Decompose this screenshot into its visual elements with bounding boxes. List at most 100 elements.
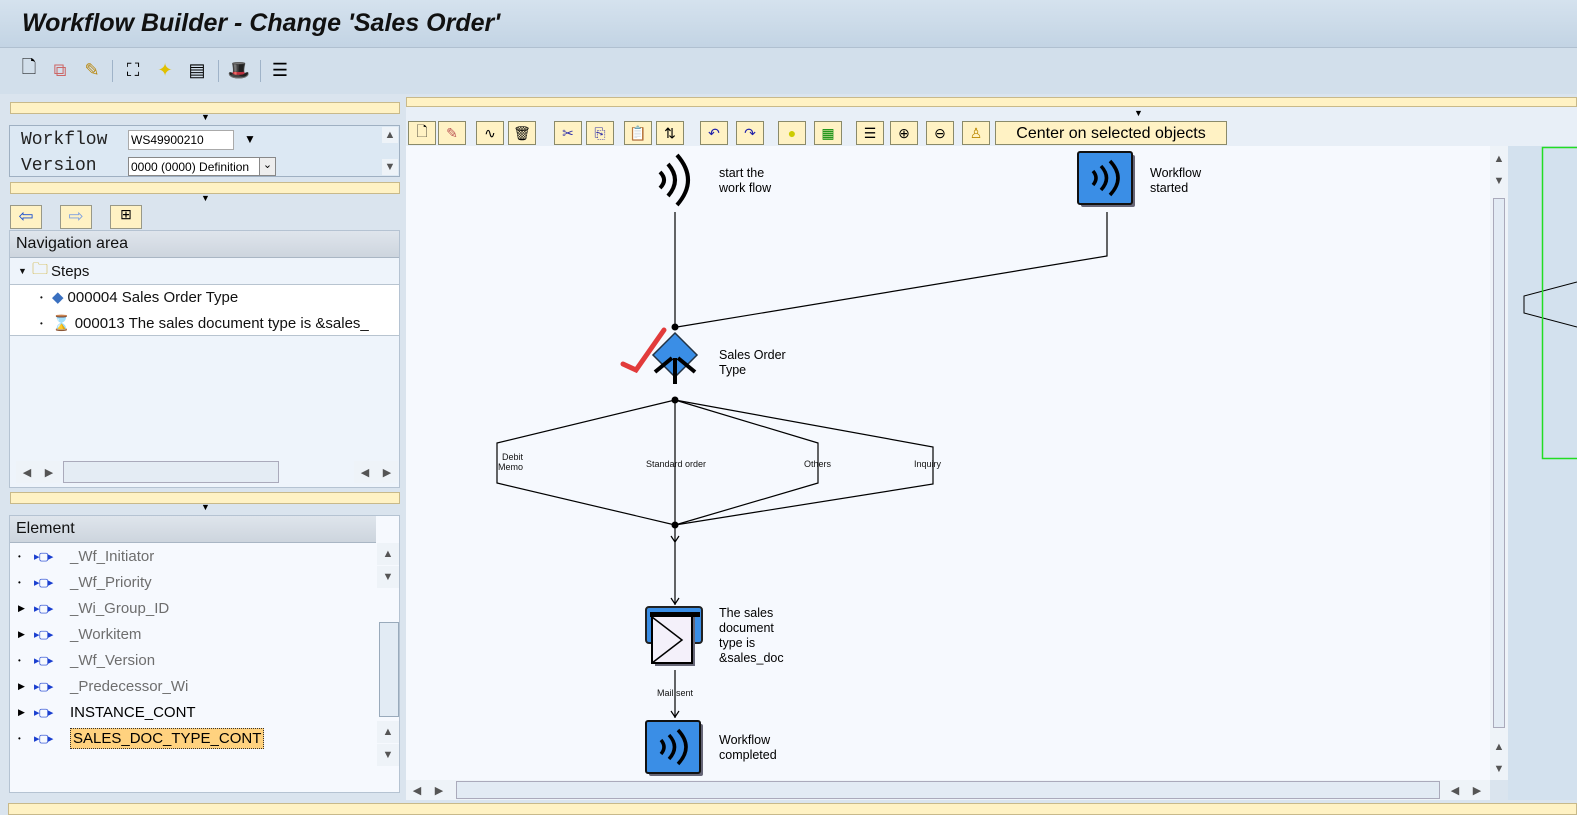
list-icon[interactable]: ☰: [271, 59, 289, 80]
element-label: SALES_DOC_TYPE_CONT: [70, 727, 265, 749]
cut-icon[interactable]: ✂: [554, 121, 582, 145]
pencil-icon[interactable]: ✎: [438, 121, 466, 145]
workflow-input[interactable]: WS49900210: [128, 130, 234, 150]
copy-icon[interactable]: ⎘: [586, 121, 614, 145]
forward-button[interactable]: ⇨: [60, 205, 92, 229]
element-row[interactable]: •▸▢▸_Wf_Priority: [18, 569, 152, 595]
trash-icon[interactable]: 🗑: [508, 121, 536, 145]
element-row[interactable]: ▶▸▢▸_Workitem: [18, 621, 141, 647]
scroll-up-button[interactable]: ▲: [377, 543, 399, 565]
edit-pencil-icon[interactable]: ✎: [84, 59, 100, 80]
layout-icon[interactable]: ☰: [856, 121, 884, 145]
element-row[interactable]: ▶▸▢▸_Predecessor_Wi: [18, 673, 188, 699]
outcome-label-mail-sent[interactable]: Mail sent: [657, 688, 694, 698]
scroll-left-button[interactable]: ◀: [16, 461, 38, 483]
scroll-down-button[interactable]: ▼: [377, 744, 399, 766]
collapse-arrow-icon[interactable]: ▼: [201, 193, 210, 203]
zoom-out-icon[interactable]: ⊖: [926, 121, 954, 145]
scroll-up-button[interactable]: ▲: [1490, 148, 1508, 170]
scroll-right-button[interactable]: ▶: [376, 461, 398, 483]
collapsed-panel-bar[interactable]: [10, 492, 400, 504]
scroll-down-button[interactable]: ▼: [1490, 758, 1508, 780]
application-toolbar: 🗋 ⧉ ✎ ⛶ ✦ ▤ 🎩 ☰: [0, 48, 1577, 94]
mail-step-icon: [645, 606, 703, 666]
paste-icon[interactable]: 📋: [624, 121, 652, 145]
scroll-up-button[interactable]: ▲: [377, 721, 399, 743]
tree-folder-steps[interactable]: ▼ 🗀 Steps: [18, 258, 89, 284]
version-select[interactable]: 0000 (0000) Definition⌄: [128, 157, 276, 176]
scroll-down-button[interactable]: ▼: [377, 566, 399, 588]
tree-item[interactable]: • ◆ 000004 Sales Order Type: [40, 288, 239, 307]
scroll-right-button[interactable]: ▶: [430, 780, 448, 800]
vertical-scrollbar-thumb[interactable]: [1493, 198, 1505, 728]
expand-arrow-icon[interactable]: ▶: [18, 680, 25, 691]
scroll-down-button[interactable]: ▼: [1490, 170, 1508, 192]
collapsed-panel-bar[interactable]: [406, 97, 1577, 107]
collapse-arrow-icon[interactable]: ▼: [201, 112, 210, 122]
element-row[interactable]: •▸▢▸_Wf_Initiator: [18, 543, 154, 569]
collapse-arrow-icon[interactable]: ▼: [1134, 108, 1143, 118]
diagram-overview-panel[interactable]: [1508, 146, 1577, 800]
element-row[interactable]: •▸▢▸_Wf_Version: [18, 647, 155, 673]
chevron-down-icon[interactable]: ⌄: [259, 158, 275, 175]
person-icon[interactable]: ♙: [962, 121, 990, 145]
overview-viewport-frame: [1541, 146, 1577, 460]
scroll-left-button[interactable]: ◀: [408, 780, 426, 800]
scroll-up-button[interactable]: ▲: [382, 127, 398, 143]
zoom-in-icon[interactable]: ⊕: [890, 121, 918, 145]
back-button[interactable]: ⇦: [10, 205, 42, 229]
element-row[interactable]: •▸▢▸SALES_DOC_TYPE_CONT: [18, 725, 265, 751]
horizontal-scrollbar-thumb[interactable]: [456, 781, 1440, 799]
arrow-head-icon: [670, 597, 680, 606]
tree-view-button[interactable]: ⊞: [110, 205, 142, 229]
vertical-scrollbar-thumb[interactable]: [379, 622, 399, 717]
title-bar: Workflow Builder - Change 'Sales Order': [0, 0, 1577, 48]
branch-label-standard-order[interactable]: Standard order: [646, 459, 707, 469]
horizontal-scrollbar[interactable]: ◀ ▶ ◀ ▶: [406, 780, 1490, 800]
undo-icon[interactable]: ↶: [700, 121, 728, 145]
copy-icon[interactable]: ⧉: [53, 59, 67, 80]
tree-item[interactable]: • ⌛ 000013 The sales document type is &s…: [40, 314, 369, 333]
magic-wand-icon[interactable]: ✦: [157, 59, 173, 80]
scroll-right-button[interactable]: ▶: [38, 461, 60, 483]
element-row[interactable]: ▶▸▢▸INSTANCE_CONT: [18, 699, 196, 725]
link-icon[interactable]: ∿: [476, 121, 504, 145]
element-row[interactable]: ▶▸▢▸_Wi_Group_ID: [18, 595, 169, 621]
vertical-scrollbar[interactable]: ▲ ▼ ▲ ▼: [1490, 146, 1508, 780]
new-icon[interactable]: 🗋: [408, 121, 436, 145]
collapse-arrow-icon[interactable]: ▼: [201, 502, 210, 512]
scroll-right-button[interactable]: ▶: [1468, 780, 1486, 800]
scroll-up-button[interactable]: ▲: [1490, 736, 1508, 758]
legend-icon[interactable]: ▦: [814, 121, 842, 145]
collapsed-panel-bar[interactable]: [10, 102, 400, 114]
scroll-left-button[interactable]: ◀: [354, 461, 376, 483]
workflow-structure-icon[interactable]: ⛶: [126, 59, 140, 80]
element-panel: Element •▸▢▸_Wf_Initiator•▸▢▸_Wf_Priorit…: [9, 515, 400, 793]
new-document-icon[interactable]: 🗋: [21, 57, 37, 77]
expand-arrow-icon[interactable]: ▼: [18, 266, 27, 276]
marker-icon[interactable]: ●: [778, 121, 806, 145]
branch-label-others[interactable]: Others: [804, 459, 832, 469]
horizontal-scrollbar-thumb[interactable]: [63, 461, 279, 483]
scroll-left-button[interactable]: ◀: [1446, 780, 1464, 800]
element-label: INSTANCE_CONT: [70, 703, 196, 721]
expand-arrow-icon[interactable]: ▶: [18, 602, 25, 613]
branch-label-inquiry[interactable]: Inquiry: [914, 459, 942, 469]
scroll-down-button[interactable]: ▼: [382, 159, 398, 175]
expand-arrow-icon[interactable]: ▶: [18, 628, 25, 639]
expand-arrow-icon[interactable]: ▶: [18, 706, 25, 717]
collapsed-panel-bar[interactable]: [10, 182, 400, 194]
collapsed-panel-bar[interactable]: [8, 803, 1577, 815]
workflow-dropdown-icon[interactable]: ▼: [244, 132, 256, 146]
center-on-selected-button[interactable]: Center on selected objects: [995, 121, 1227, 145]
redo-icon[interactable]: ↷: [736, 121, 764, 145]
hat-icon[interactable]: 🎩: [227, 59, 251, 80]
swap-icon[interactable]: ⇅: [656, 121, 684, 145]
screen-icon[interactable]: ▤: [188, 59, 206, 80]
navigation-area-panel: Navigation area ▼ 🗀 Steps • ◆ 000004 Sal…: [9, 230, 400, 488]
